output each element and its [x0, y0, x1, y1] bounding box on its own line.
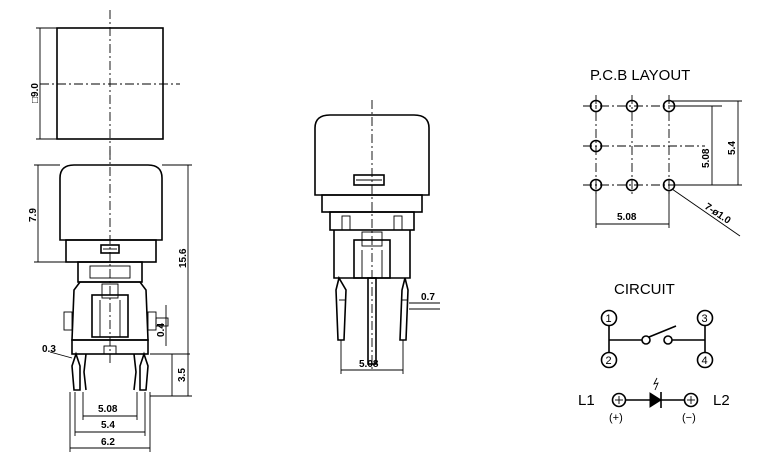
dim-7-9: 7.9 [28, 208, 39, 222]
side-cap [59, 164, 163, 241]
mid-led-window [353, 174, 385, 186]
switch-contact-right [663, 335, 673, 345]
side-cap-lower [65, 239, 157, 263]
mid-pin-left [335, 275, 347, 341]
pcb-hole [625, 99, 639, 113]
pin-4-label: 4 [702, 355, 708, 367]
housing-plunger [91, 294, 129, 338]
switch-lever [648, 325, 677, 338]
led-emission-icon [653, 377, 659, 391]
led-l2-label: L2 [713, 392, 730, 409]
mid-housing-top [329, 211, 415, 231]
dim-15-6: 15.6 [178, 248, 189, 268]
led-plus-label: (+) [609, 412, 623, 424]
led-minus-label: (−) [682, 412, 696, 424]
dim-5-4: 5.4 [101, 420, 115, 431]
pcb-dim-5-08-h: 5.08 [617, 212, 637, 223]
dim-mid-5-08: 5.08 [359, 359, 379, 370]
middle-view: 0.7 5.08 [314, 100, 440, 374]
dim-3-5: 3.5 [177, 368, 188, 382]
left-view: □9.0 7.9 15.6 0.4 [28, 10, 192, 452]
pcb-hole [589, 99, 603, 113]
dim-6-2: 6.2 [101, 437, 115, 448]
led-terminal-minus [683, 392, 699, 408]
pcb-hole [625, 178, 639, 192]
pin-2-label: 2 [606, 355, 612, 367]
pcb-hole [589, 139, 603, 153]
left-pin-b [139, 351, 149, 391]
dim-mid-0-7: 0.7 [421, 292, 435, 303]
dim-5-08: 5.08 [98, 404, 118, 415]
circuit-title: CIRCUIT [614, 281, 675, 298]
led-l1-label: L1 [578, 392, 595, 409]
mid-pin-right [399, 277, 409, 341]
pin-3-label: 3 [702, 313, 708, 325]
switch-contact-left [641, 335, 651, 345]
mid-cap [314, 114, 430, 196]
led-diode-icon [649, 392, 662, 408]
dim-square: □9.0 [30, 83, 41, 103]
pcb-dim-5-08-v: 5.08 [701, 148, 712, 168]
pin-1-label: 1 [606, 313, 612, 325]
pcb-dim-5-4-v: 5.4 [727, 141, 738, 155]
dim-0-3: 0.3 [42, 344, 56, 355]
pcb-hole-callout: 7-ø1.0 [702, 201, 732, 227]
pcb-layout: P.C.B LAYOUT 5.08 5.4 5.08 7-ø1.0 [583, 67, 742, 237]
circuit: CIRCUIT 1 2 3 4 L1 (+) (−) L2 [578, 281, 730, 424]
pcb-title: P.C.B LAYOUT [590, 67, 690, 84]
left-pin-a [71, 351, 81, 391]
mid-center-lead [367, 277, 377, 365]
dim-0-4: 0.4 [156, 323, 167, 337]
